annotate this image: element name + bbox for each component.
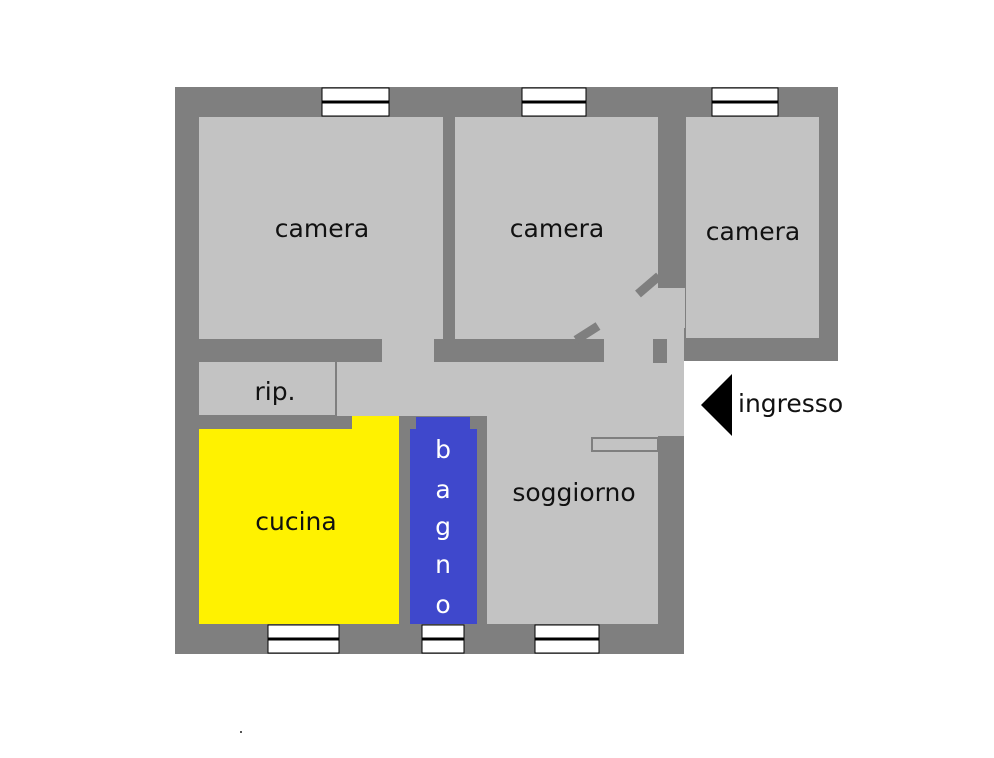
label-bagno-letter: o [435, 590, 450, 619]
windows [267, 87, 779, 654]
furniture-soggiorno [591, 437, 659, 452]
room-cucina [199, 416, 399, 624]
door-leaf-camera-2 [573, 322, 601, 344]
label-soggiorno: soggiorno [512, 478, 635, 507]
label-bagno-letter: a [435, 475, 450, 504]
label-bagno-letter: g [435, 512, 451, 541]
label-ripostiglio: rip. [254, 377, 295, 406]
window-cucina [267, 624, 340, 654]
label-ingresso: ingresso [738, 389, 843, 418]
arrow-left-icon [701, 374, 732, 436]
window-camera-2 [521, 87, 587, 117]
label-camera-3: camera [706, 217, 800, 246]
stray-dot [240, 731, 242, 733]
room-camera-1 [199, 117, 443, 339]
window-camera-3 [711, 87, 779, 117]
labels: camera camera camera rip. cucina soggior… [254, 214, 800, 619]
window-camera-1 [321, 87, 390, 117]
corridor-door-camera-3 [659, 288, 685, 328]
window-soggiorno [534, 624, 600, 654]
label-cucina: cucina [255, 507, 336, 536]
label-bagno-letter: n [435, 550, 451, 579]
room-camera-2 [455, 117, 658, 339]
label-bagno-letter: b [435, 435, 451, 464]
room-ripostiglio [199, 362, 335, 415]
room-soggiorno [487, 403, 658, 624]
label-camera-1: camera [275, 214, 369, 243]
window-bagno [421, 624, 465, 654]
details [573, 272, 667, 452]
entrance: ingresso [701, 374, 843, 436]
rooms [199, 117, 819, 624]
corridor-door-camera-1 [382, 338, 434, 366]
door-post-corridor [653, 339, 667, 363]
room-bagno [410, 417, 477, 624]
room-camera-3 [686, 117, 819, 338]
door-leaf-camera-3 [635, 272, 662, 298]
label-camera-2: camera [510, 214, 604, 243]
